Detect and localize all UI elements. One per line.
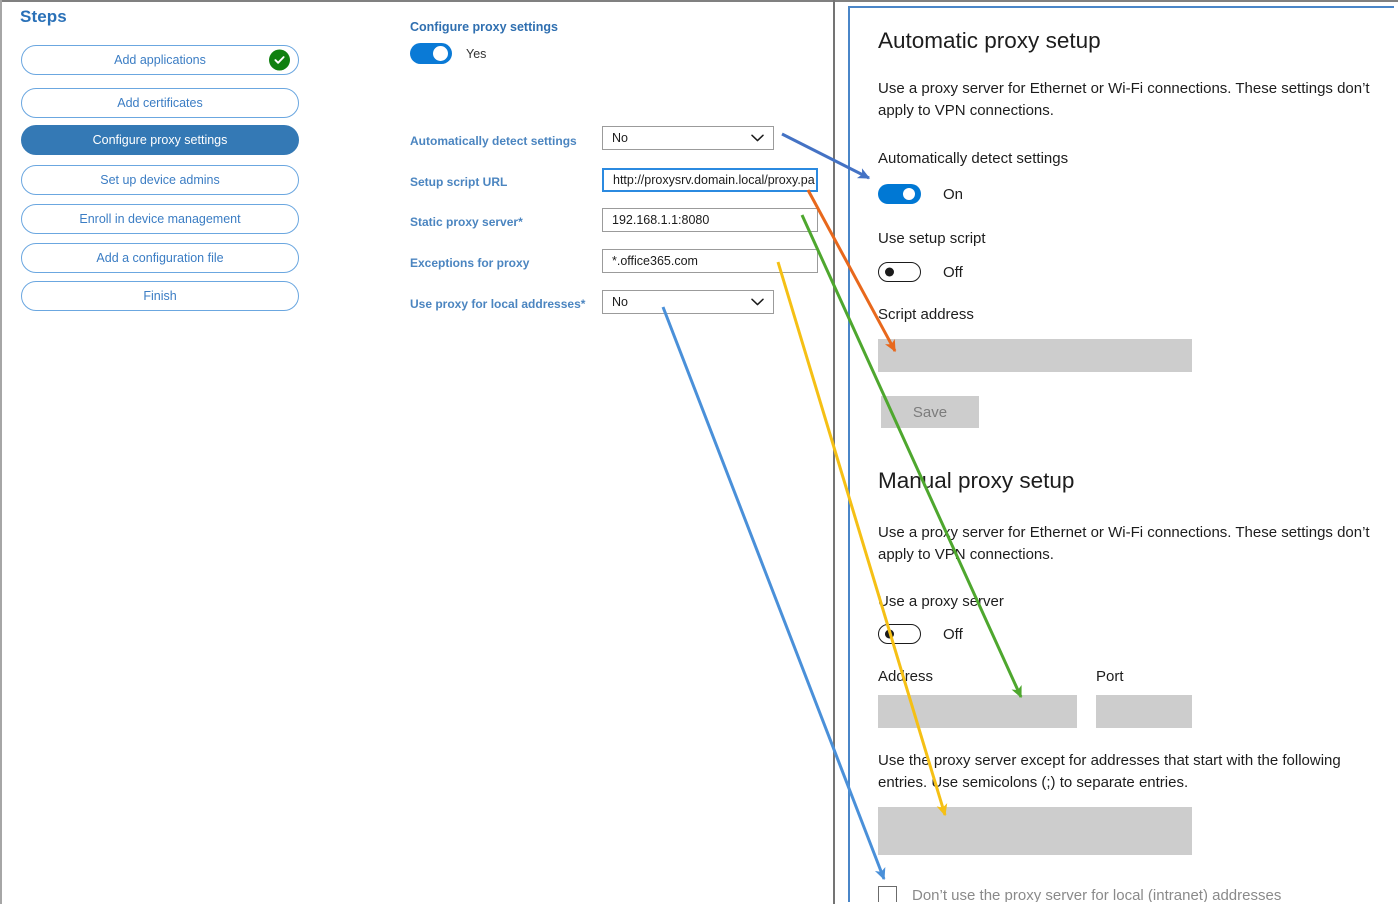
- field-label-automatically-detect-settings: Automatically detect settings: [410, 134, 577, 148]
- toggle-switch-on-icon[interactable]: [410, 43, 452, 64]
- panel-divider: [833, 0, 835, 904]
- step-item-enroll-in-device-management[interactable]: Enroll in device management: [21, 204, 299, 234]
- script-address-input[interactable]: [878, 339, 1192, 372]
- input-value: http://proxysrv.domain.local/proxy.pa: [613, 173, 815, 187]
- toggle-switch-off-icon[interactable]: [878, 624, 921, 644]
- step-label: Add applications: [114, 53, 206, 67]
- field-label-setup-script-url: Setup script URL: [410, 175, 508, 189]
- address-label: Address: [878, 668, 934, 685]
- step-label: Set up device admins: [100, 173, 220, 187]
- toggle-value-label: On: [943, 185, 964, 203]
- select-automatically-detect-settings[interactable]: No: [602, 126, 774, 150]
- port-label: Port: [1096, 668, 1124, 685]
- field-label-use-proxy-for-local-addresses: Use proxy for local addresses*: [410, 297, 586, 311]
- chevron-down-icon[interactable]: [751, 298, 764, 306]
- toggle-switch-on-icon[interactable]: [878, 184, 921, 204]
- use-setup-script-label: Use setup script: [878, 230, 986, 247]
- checkbox-icon[interactable]: [878, 886, 897, 902]
- step-label: Add a configuration file: [96, 251, 224, 265]
- form-section-title: Configure proxy settings: [410, 20, 558, 34]
- field-label-static-proxy-server: Static proxy server*: [410, 215, 523, 229]
- proxy-exceptions-description: Use the proxy server except for addresse…: [878, 752, 1341, 791]
- port-input[interactable]: [1096, 695, 1192, 728]
- proxy-exceptions-input[interactable]: [878, 807, 1192, 855]
- save-button-label: Save: [912, 403, 948, 421]
- input-exceptions-for-proxy[interactable]: *.office365.com: [602, 249, 818, 273]
- step-label: Configure proxy settings: [92, 133, 228, 147]
- input-value: *.office365.com: [612, 254, 698, 268]
- select-value: No: [612, 131, 628, 145]
- field-label-exceptions-for-proxy: Exceptions for proxy: [410, 256, 530, 270]
- script-address-label: Script address: [878, 306, 974, 323]
- step-item-add-applications[interactable]: Add applications: [21, 45, 299, 75]
- select-value: No: [612, 295, 628, 309]
- step-item-finish[interactable]: Finish: [21, 281, 299, 311]
- save-button[interactable]: Save: [881, 396, 979, 428]
- automatically-detect-settings-label: Automatically detect settings: [878, 150, 1069, 167]
- step-label: Add certificates: [117, 96, 203, 110]
- chevron-down-icon[interactable]: [751, 134, 764, 142]
- manual-proxy-description: Use a proxy server for Ethernet or Wi-Fi…: [878, 524, 1370, 563]
- steps-title: Steps: [20, 7, 67, 26]
- input-setup-script-url[interactable]: http://proxysrv.domain.local/proxy.pa: [602, 168, 818, 192]
- step-label: Finish: [143, 289, 177, 303]
- step-item-configure-proxy-settings[interactable]: Configure proxy settings: [21, 125, 299, 155]
- automatically-detect-settings-toggle[interactable]: On: [878, 184, 963, 204]
- windows-proxy-settings-panel: Automatic proxy setup Use a proxy server…: [848, 6, 1394, 902]
- bypass-local-addresses-label: Don’t use the proxy server for local (in…: [912, 887, 1282, 902]
- use-a-proxy-server-toggle[interactable]: Off: [878, 624, 963, 644]
- manual-proxy-setup-heading: Manual proxy setup: [878, 468, 1075, 493]
- select-use-proxy-for-local-addresses[interactable]: No: [602, 290, 774, 314]
- input-static-proxy-server[interactable]: 192.168.1.1:8080: [602, 208, 818, 232]
- toggle-value-label: Off: [943, 625, 963, 643]
- step-item-add-a-configuration-file[interactable]: Add a configuration file: [21, 243, 299, 273]
- configure-proxy-toggle[interactable]: Yes: [410, 43, 486, 64]
- automatic-proxy-description: Use a proxy server for Ethernet or Wi-Fi…: [878, 80, 1370, 119]
- required-marker: *: [580, 297, 586, 311]
- bypass-local-addresses-row[interactable]: Don’t use the proxy server for local (in…: [878, 886, 1281, 902]
- left-divider: [0, 0, 2, 904]
- step-item-set-up-device-admins[interactable]: Set up device admins: [21, 165, 299, 195]
- input-value: 192.168.1.1:8080: [612, 213, 710, 227]
- toggle-switch-off-icon[interactable]: [878, 262, 921, 282]
- check-circle-icon: [269, 49, 290, 71]
- top-divider: [0, 0, 1398, 2]
- step-label: Enroll in device management: [79, 212, 241, 226]
- toggle-value-label: Yes: [466, 46, 487, 61]
- use-a-proxy-server-label: Use a proxy server: [878, 593, 1004, 610]
- use-setup-script-toggle[interactable]: Off: [878, 262, 963, 282]
- automatic-proxy-setup-heading: Automatic proxy setup: [878, 28, 1101, 53]
- required-marker: *: [518, 215, 523, 229]
- toggle-value-label: Off: [943, 263, 963, 281]
- step-item-add-certificates[interactable]: Add certificates: [21, 88, 299, 118]
- address-input[interactable]: [878, 695, 1077, 728]
